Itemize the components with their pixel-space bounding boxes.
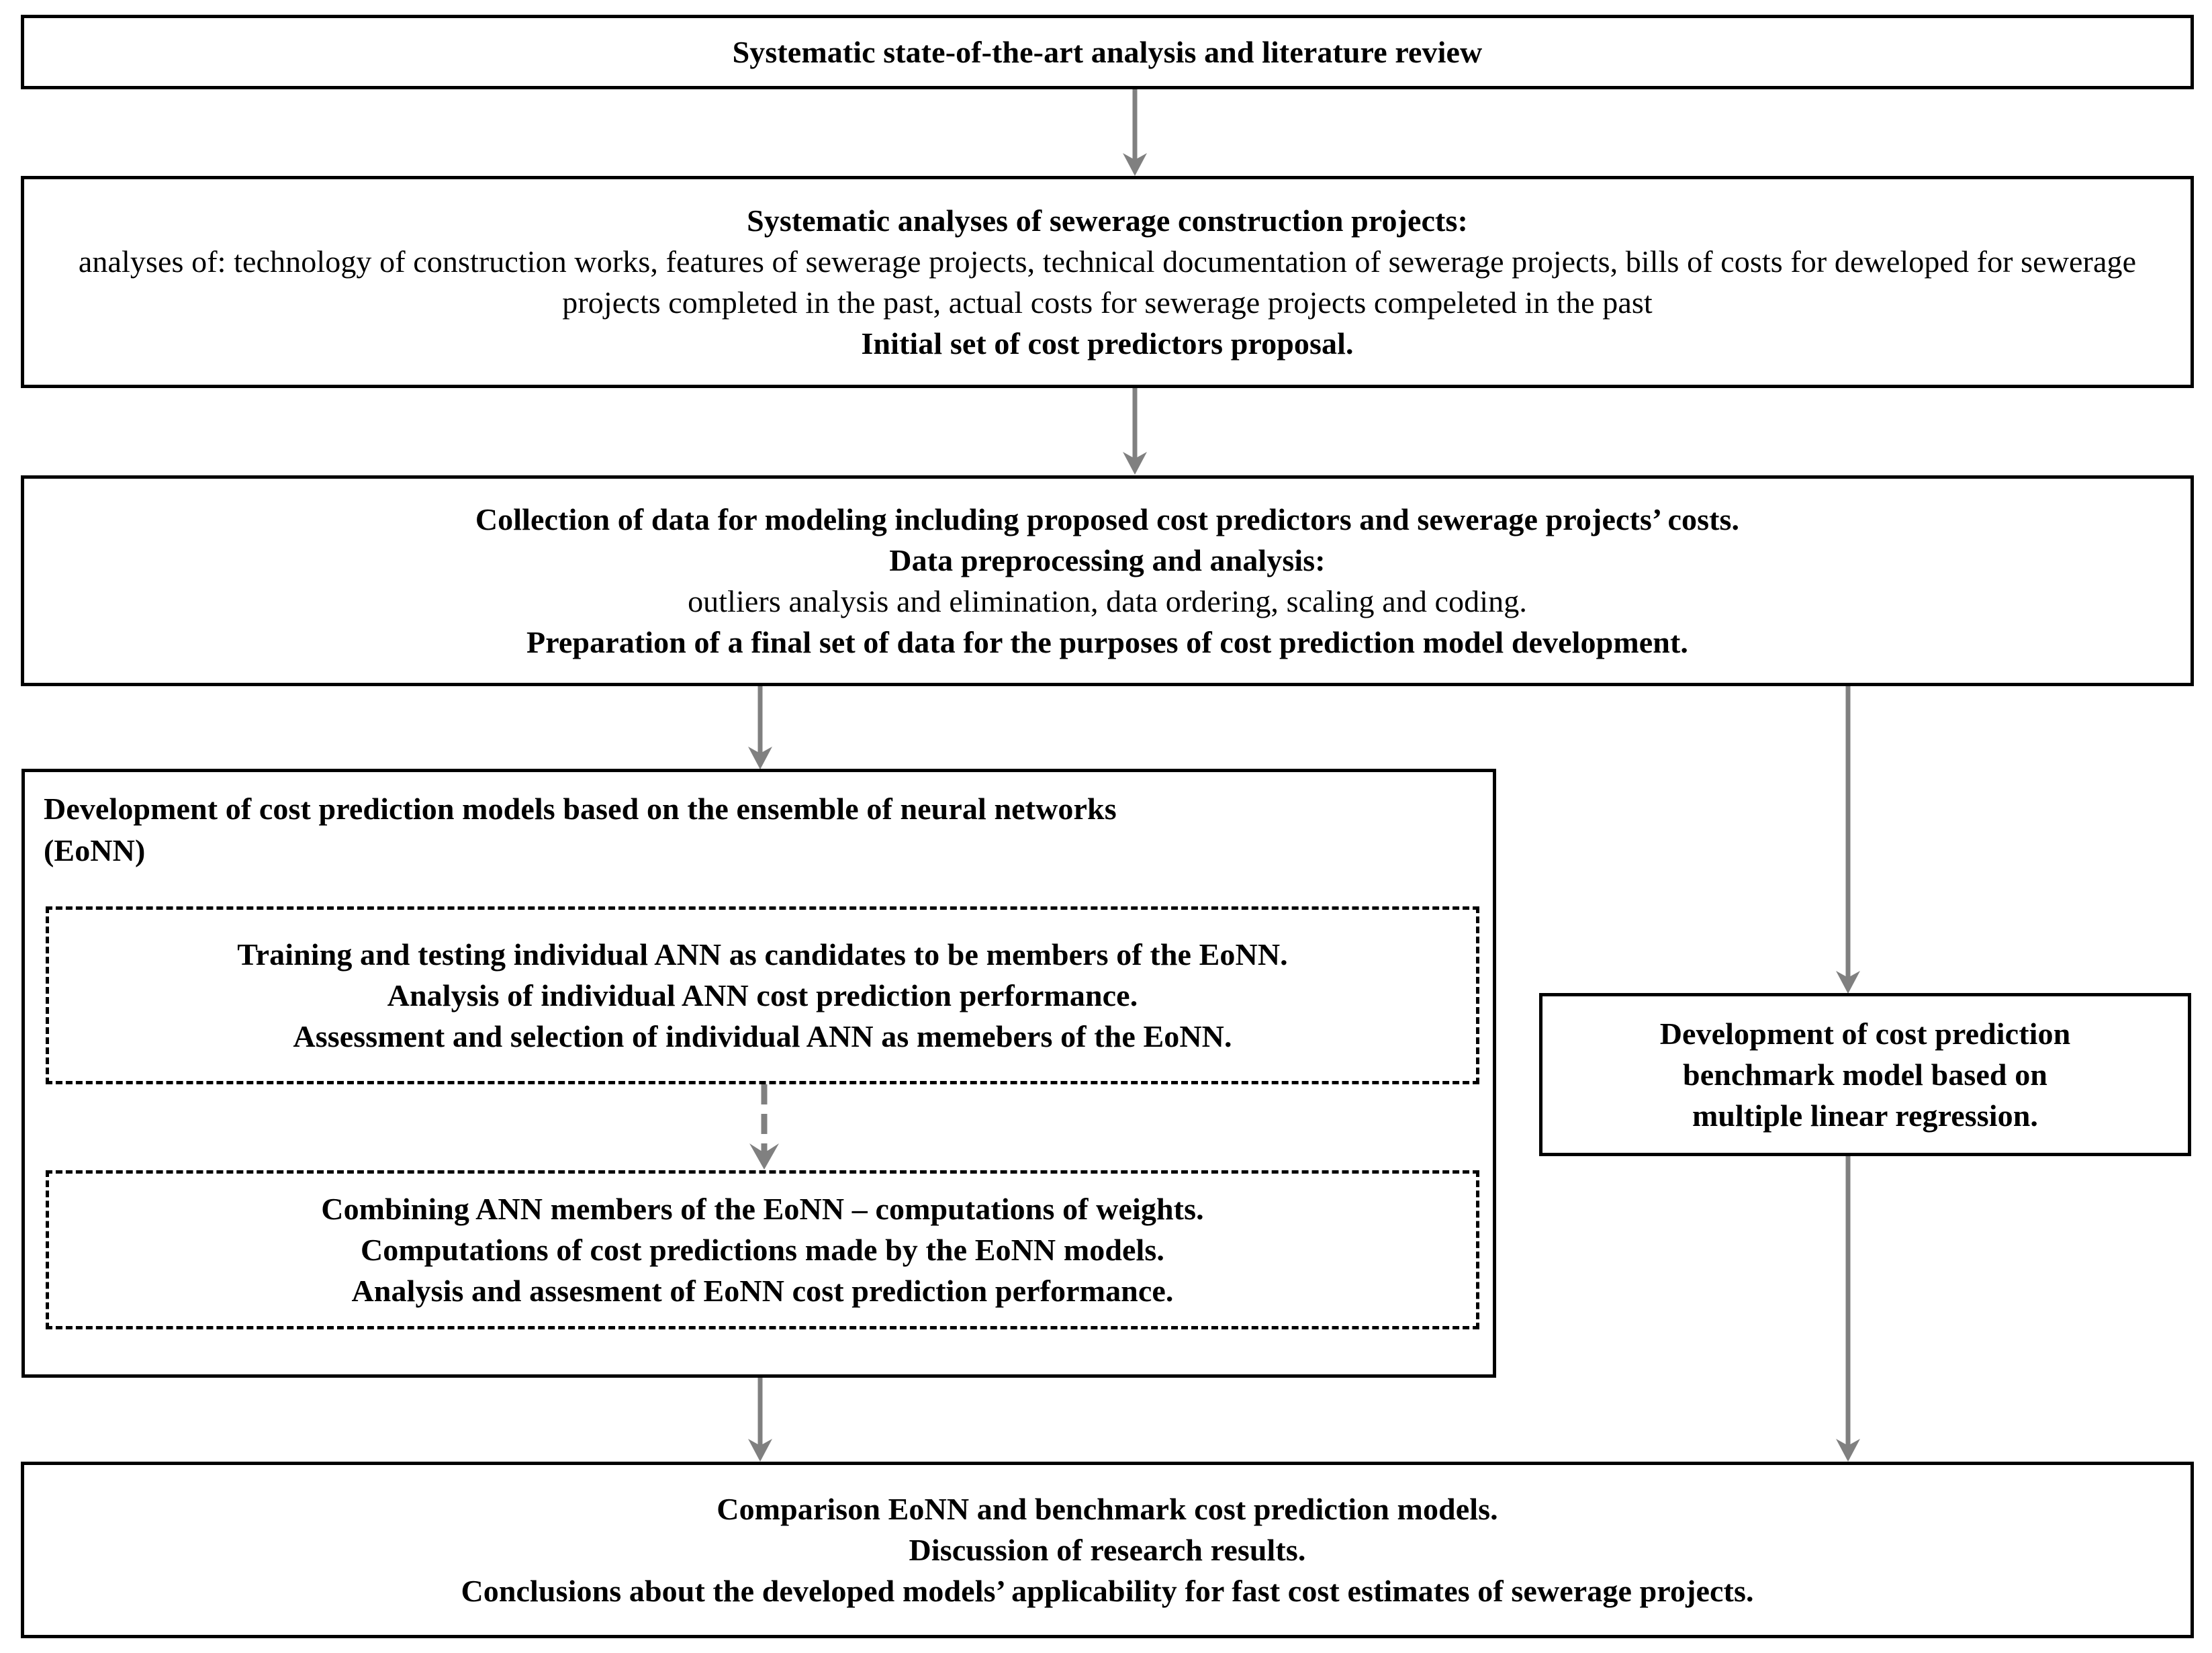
- subnode-ann-combining: Combining ANN members of the EoNN – comp…: [46, 1170, 1479, 1329]
- node-data-collection-line-1: Data preprocessing and analysis:: [889, 542, 1326, 577]
- arrow-benchmark-to-conclusions: [1828, 1156, 1868, 1462]
- subnode-ann-combining-line-2: Analysis and assesment of EoNN cost pred…: [351, 1274, 1174, 1309]
- subnode-ann-combining-line-1: Computations of cost predictions made by…: [360, 1232, 1165, 1267]
- node-benchmark-model-body: Development of cost prediction benchmark…: [1542, 1013, 2188, 1137]
- arrow-eonn-to-conclusions: [740, 1378, 780, 1462]
- node-systematic-analyses: Systematic analyses of sewerage construc…: [21, 176, 2194, 388]
- node-conclusions-line-2: Conclusions about the developed models’ …: [461, 1574, 1754, 1609]
- arrow-down-icon: [748, 686, 772, 769]
- node-systematic-analyses-line-0: Systematic analyses of sewerage construc…: [747, 203, 1468, 238]
- arrow-down-icon: [1123, 89, 1147, 176]
- node-eonn-development: Development of cost prediction models ba…: [21, 769, 1496, 1378]
- node-systematic-analyses-line-2: Initial set of cost predictors proposal.: [861, 326, 1354, 361]
- arrow-training-to-combining: [744, 1084, 784, 1170]
- node-data-collection-body: Collection of data for modeling includin…: [24, 499, 2191, 663]
- arrow-down-icon: [1123, 388, 1147, 475]
- node-systematic-analyses-line-1: analyses of: technology of construction …: [78, 244, 2137, 320]
- arrow-down-icon: [748, 1378, 772, 1462]
- node-systematic-analyses-body: Systematic analyses of sewerage construc…: [24, 200, 2191, 365]
- arrow-data-to-eonn: [740, 686, 780, 770]
- node-conclusions-body: Comparison EoNN and benchmark cost predi…: [24, 1489, 2191, 1612]
- node-literature-review-line-0: Systematic state-of-the-art analysis and…: [732, 34, 1483, 69]
- subnode-ann-training-line-1: Analysis of individual ANN cost predicti…: [387, 978, 1138, 1012]
- subnode-ann-training: Training and testing individual ANN as c…: [46, 906, 1479, 1084]
- node-benchmark-model: Development of cost prediction benchmark…: [1539, 993, 2191, 1156]
- subnode-ann-combining-line-0: Combining ANN members of the EoNN – comp…: [321, 1191, 1204, 1226]
- subnode-ann-training-body: Training and testing individual ANN as c…: [49, 934, 1476, 1057]
- node-conclusions: Comparison EoNN and benchmark cost predi…: [21, 1462, 2194, 1638]
- arrow-analyses-to-data: [1115, 388, 1155, 475]
- arrow-down-icon: [1836, 686, 1860, 994]
- node-data-collection: Collection of data for modeling includin…: [21, 475, 2194, 686]
- node-benchmark-model-line-0: Development of cost prediction: [1659, 1016, 2071, 1051]
- node-data-collection-line-3: Preparation of a final set of data for t…: [526, 625, 1688, 660]
- node-eonn-development-heading: Development of cost prediction models ba…: [44, 788, 1474, 871]
- arrow-literature-to-analyses: [1115, 89, 1155, 177]
- node-benchmark-model-line-2: multiple linear regression.: [1692, 1098, 2039, 1133]
- subnode-ann-training-line-2: Assessment and selection of individual A…: [293, 1019, 1232, 1054]
- arrow-down-icon: [1836, 1156, 1860, 1462]
- node-conclusions-line-0: Comparison EoNN and benchmark cost predi…: [717, 1491, 1498, 1526]
- subnode-ann-combining-body: Combining ANN members of the EoNN – comp…: [49, 1188, 1476, 1312]
- node-literature-review: Systematic state-of-the-art analysis and…: [21, 15, 2194, 89]
- subnode-ann-training-line-0: Training and testing individual ANN as c…: [237, 937, 1288, 972]
- arrow-down-dashed-icon: [749, 1084, 779, 1170]
- arrow-data-to-benchmark: [1828, 686, 1868, 994]
- node-data-collection-line-2: outliers analysis and elimination, data …: [688, 584, 1527, 618]
- node-literature-review-body: Systematic state-of-the-art analysis and…: [24, 32, 2191, 73]
- node-data-collection-line-0: Collection of data for modeling includin…: [475, 502, 1740, 536]
- node-eonn-development-heading-line-1: (EoNN): [44, 833, 146, 868]
- node-benchmark-model-line-1: benchmark model based on: [1683, 1057, 2047, 1092]
- node-conclusions-line-1: Discussion of research results.: [909, 1532, 1306, 1567]
- node-eonn-development-heading-line-0: Development of cost prediction models ba…: [44, 792, 1117, 826]
